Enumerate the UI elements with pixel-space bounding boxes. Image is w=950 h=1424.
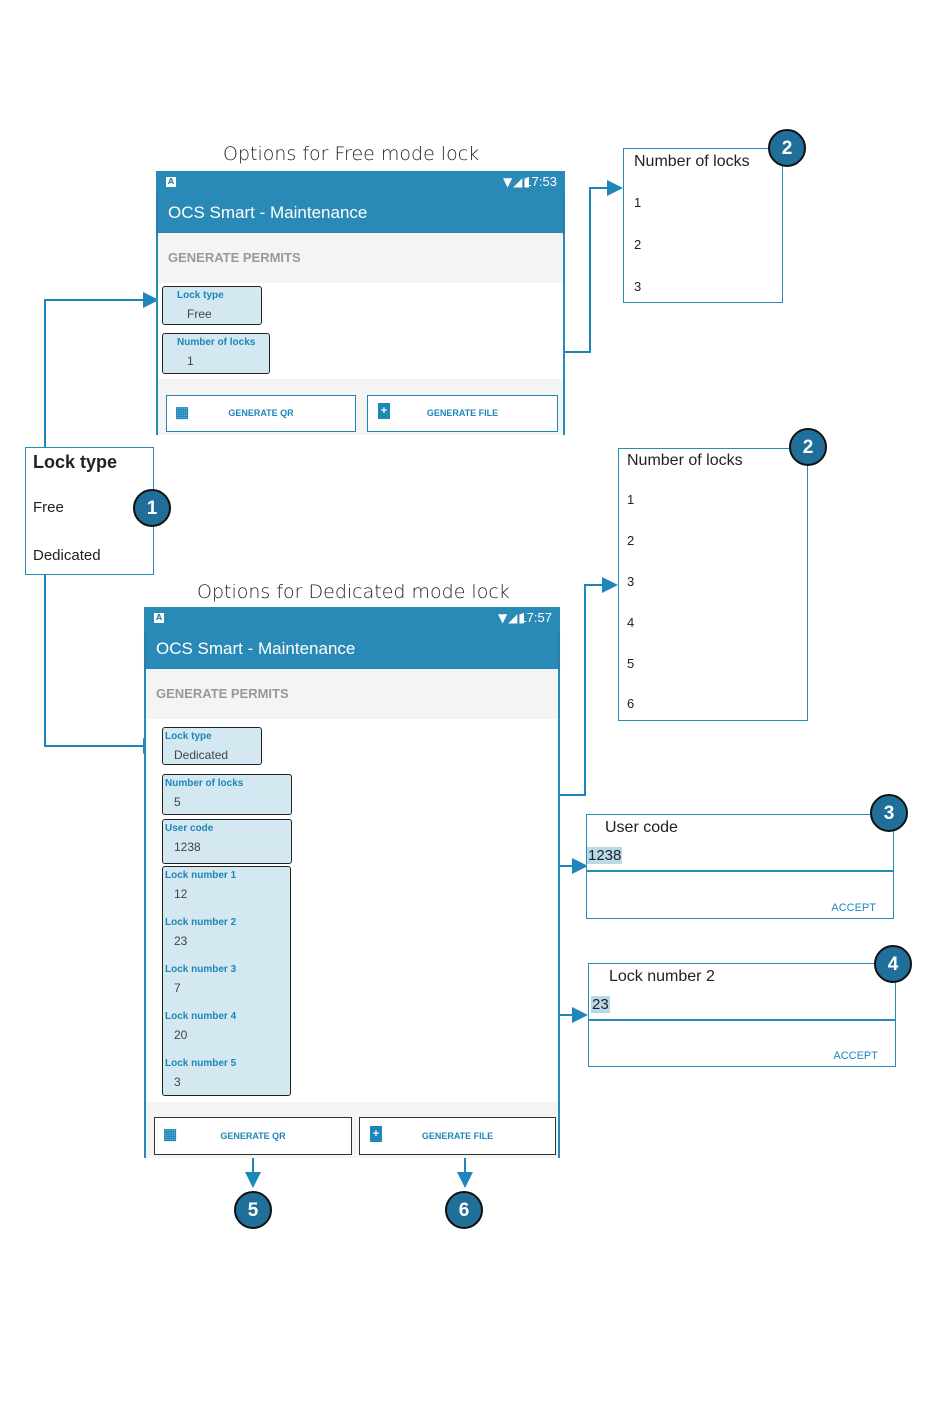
section-generate-permits: GENERATE PERMITS bbox=[146, 669, 558, 719]
accept-button[interactable]: ACCEPT bbox=[831, 902, 876, 914]
field-value: 12 bbox=[174, 887, 188, 901]
connector-locktype-to-free bbox=[44, 292, 159, 447]
app-title: OCS Smart - Maintenance bbox=[158, 192, 563, 233]
generate-file-button[interactable]: + GENERATE FILE bbox=[367, 395, 558, 432]
list-title: Lock type bbox=[33, 452, 118, 472]
badge-2-dedicated: 2 bbox=[789, 428, 827, 466]
number-of-locks-list-free: Number of locks 1 2 3 bbox=[623, 148, 783, 303]
badge-6: 6 bbox=[445, 1191, 483, 1229]
field-number-of-locks[interactable]: Number of locks 1 bbox=[162, 333, 270, 374]
list-item-dedicated[interactable]: Dedicated bbox=[33, 547, 101, 564]
field-lock-type[interactable]: Lock type Dedicated bbox=[162, 727, 262, 765]
field-lock-number-4[interactable]: Lock number 4 20 bbox=[163, 1008, 290, 1055]
badge-2-free: 2 bbox=[768, 129, 806, 167]
file-add-icon: + bbox=[370, 1126, 382, 1142]
field-value: 23 bbox=[174, 934, 188, 948]
user-code-input[interactable]: 1238 bbox=[587, 847, 623, 864]
notification-icon: A bbox=[154, 613, 164, 623]
wifi-signal-battery-icons: ▼◢▮ bbox=[497, 611, 526, 625]
input-underline bbox=[589, 1019, 895, 1021]
field-value: 20 bbox=[174, 1028, 188, 1042]
field-label: Lock number 5 bbox=[165, 1058, 237, 1069]
list-item[interactable]: 2 bbox=[634, 237, 642, 252]
field-value: 5 bbox=[174, 795, 181, 809]
button-bar: ▦ GENERATE QR + GENERATE FILE bbox=[146, 1102, 558, 1158]
list-item[interactable]: 2 bbox=[627, 533, 635, 548]
app-title: OCS Smart - Maintenance bbox=[146, 628, 558, 669]
generate-qr-button[interactable]: ▦ GENERATE QR bbox=[166, 395, 356, 432]
field-number-of-locks[interactable]: Number of locks 5 bbox=[162, 774, 292, 815]
qr-code-icon: ▦ bbox=[175, 404, 190, 421]
free-mode-screen: A ▼◢▮ 17:53 OCS Smart - Maintenance GENE… bbox=[156, 171, 565, 435]
lock-number-dialog: Lock number 2 23 ACCEPT bbox=[588, 963, 896, 1067]
lock-numbers-group: Lock number 1 12 Lock number 2 23 Lock n… bbox=[162, 866, 291, 1096]
input-underline bbox=[587, 870, 893, 872]
list-title: Number of locks bbox=[627, 452, 743, 469]
field-label: Lock type bbox=[165, 731, 212, 742]
field-value: 3 bbox=[174, 1075, 181, 1089]
field-user-code[interactable]: User code 1238 bbox=[162, 819, 292, 864]
qr-code-icon: ▦ bbox=[163, 1126, 178, 1143]
field-lock-number-3[interactable]: Lock number 3 7 bbox=[163, 961, 290, 1008]
field-value: 1 bbox=[187, 354, 194, 368]
wifi-signal-battery-icons: ▼◢▮ bbox=[502, 175, 531, 189]
field-label: Lock number 3 bbox=[165, 964, 237, 975]
accept-button[interactable]: ACCEPT bbox=[833, 1050, 878, 1062]
list-item[interactable]: 3 bbox=[627, 574, 635, 589]
button-bar: ▦ GENERATE QR + GENERATE FILE bbox=[158, 379, 563, 435]
notification-icon: A bbox=[166, 177, 176, 187]
number-of-locks-list-dedicated: Number of locks 1 2 3 4 5 6 bbox=[618, 448, 808, 721]
field-lock-number-1[interactable]: Lock number 1 12 bbox=[163, 867, 290, 914]
list-title: Number of locks bbox=[634, 153, 750, 170]
connector-locktype-to-dedicated bbox=[44, 575, 159, 754]
badge-3: 3 bbox=[870, 794, 908, 832]
list-item[interactable]: 3 bbox=[634, 279, 642, 294]
dialog-title: User code bbox=[605, 819, 678, 836]
status-bar: A ▼◢▮ 17:53 bbox=[158, 173, 563, 192]
status-time: 17:53 bbox=[524, 174, 557, 189]
list-item[interactable]: 1 bbox=[627, 492, 635, 507]
badge-4: 4 bbox=[874, 945, 912, 983]
user-code-dialog: User code 1238 ACCEPT bbox=[586, 814, 894, 919]
lock-number-input[interactable]: 23 bbox=[591, 996, 610, 1013]
field-value: 1238 bbox=[174, 840, 201, 854]
file-add-icon: + bbox=[378, 403, 390, 419]
status-bar: A ▼◢▮ 17:57 bbox=[146, 609, 558, 628]
field-value: Dedicated bbox=[174, 748, 229, 762]
button-label: GENERATE FILE bbox=[426, 408, 499, 418]
dedicated-mode-screen: A ▼◢▮ 17:57 OCS Smart - Maintenance GENE… bbox=[144, 607, 560, 1158]
button-label: GENERATE FILE bbox=[421, 1131, 494, 1141]
list-item[interactable]: 5 bbox=[627, 656, 635, 671]
field-lock-number-2[interactable]: Lock number 2 23 bbox=[163, 914, 290, 961]
section-generate-permits: GENERATE PERMITS bbox=[158, 233, 563, 283]
field-lock-number-5[interactable]: Lock number 5 3 bbox=[163, 1055, 290, 1095]
dialog-title: Lock number 2 bbox=[609, 968, 715, 985]
caption-dedicated-mode: Options for Dedicated mode lock bbox=[197, 581, 510, 603]
field-value: 7 bbox=[174, 981, 181, 995]
caption-free-mode: Options for Free mode lock bbox=[223, 143, 480, 165]
field-label: Number of locks bbox=[177, 337, 256, 348]
field-lock-type[interactable]: Lock type Free bbox=[162, 286, 262, 325]
field-label: Number of locks bbox=[165, 778, 244, 789]
list-item[interactable]: 1 bbox=[634, 195, 642, 210]
button-label: GENERATE QR bbox=[228, 408, 294, 418]
field-label: Lock number 4 bbox=[165, 1011, 237, 1022]
field-label: User code bbox=[165, 823, 214, 834]
badge-1: 1 bbox=[133, 489, 171, 527]
status-time: 17:57 bbox=[519, 610, 552, 625]
field-value: Free bbox=[187, 307, 212, 321]
field-label: Lock type bbox=[177, 290, 224, 301]
generate-qr-button[interactable]: ▦ GENERATE QR bbox=[154, 1117, 352, 1155]
generate-file-button[interactable]: + GENERATE FILE bbox=[359, 1117, 556, 1155]
field-label: Lock number 2 bbox=[165, 917, 237, 928]
button-label: GENERATE QR bbox=[220, 1131, 286, 1141]
list-item[interactable]: 4 bbox=[627, 615, 635, 630]
badge-5: 5 bbox=[234, 1191, 272, 1229]
list-item-free[interactable]: Free bbox=[33, 499, 64, 516]
list-item[interactable]: 6 bbox=[627, 696, 635, 711]
field-label: Lock number 1 bbox=[165, 870, 237, 881]
lock-type-list: Lock type Free Dedicated bbox=[25, 447, 154, 575]
